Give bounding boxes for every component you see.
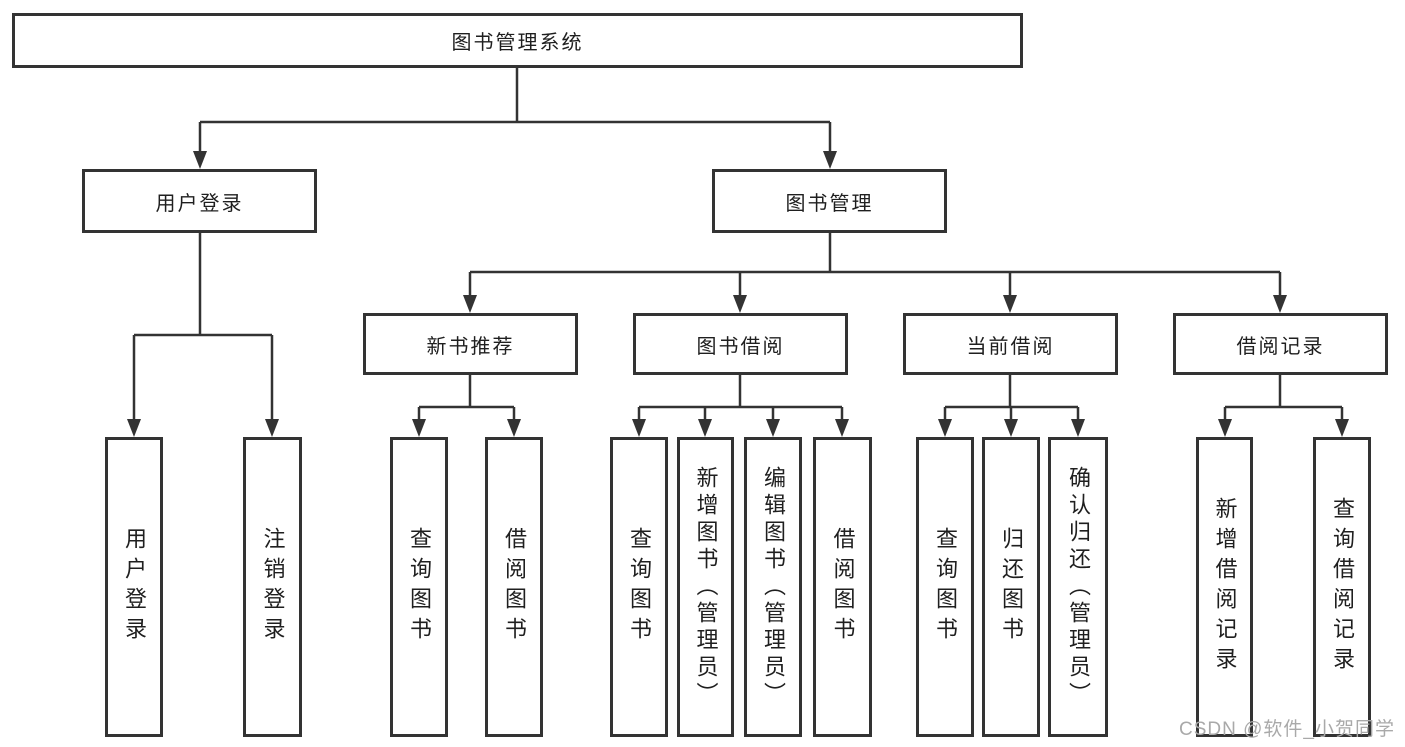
node-label: 用户登录 <box>122 527 147 647</box>
node-user-login: 用户登录 <box>82 169 317 233</box>
node-label: 图书管理系统 <box>451 32 584 54</box>
connector-current-borrow-to-leaves <box>938 375 1085 437</box>
node-label: 用户登录 <box>155 192 244 215</box>
connector-borrow-records-to-leaves <box>1218 375 1349 437</box>
leaf-query-books-borrow: 查询图书 <box>610 437 668 737</box>
connector-book-management-to-level3 <box>463 233 1287 313</box>
node-label: 归还图书 <box>999 527 1024 647</box>
connector-new-book-recommend-to-leaves <box>412 375 521 437</box>
leaf-query-books-current: 查询图书 <box>916 437 974 737</box>
leaf-logout: 注销登录 <box>243 437 302 737</box>
node-label: 查询图书 <box>407 527 432 647</box>
connector-user-login-to-leaves <box>127 233 279 437</box>
node-label: 编辑图书（管理员） <box>761 465 786 709</box>
node-label: 借阅图书 <box>502 527 527 647</box>
node-label: 查询借阅记录 <box>1330 497 1355 677</box>
node-label: 当前借阅 <box>966 335 1055 358</box>
node-label: 注销登录 <box>260 527 286 647</box>
node-label: 新增图书（管理员） <box>693 465 719 709</box>
leaf-borrow-book-recommend: 借阅图书 <box>485 437 543 737</box>
node-book-borrow: 图书借阅 <box>633 313 848 375</box>
node-label: 查询图书 <box>933 527 958 647</box>
leaf-add-borrow-record: 新增借阅记录 <box>1196 437 1253 737</box>
leaf-return-book: 归还图书 <box>982 437 1040 737</box>
leaf-query-borrow-record: 查询借阅记录 <box>1313 437 1371 737</box>
node-label: 借阅图书 <box>830 527 856 647</box>
node-root: 图书管理系统 <box>12 13 1023 68</box>
leaf-user-login: 用户登录 <box>105 437 163 737</box>
node-label: 新书推荐 <box>426 335 515 358</box>
node-book-management: 图书管理 <box>712 169 947 233</box>
connector-root-to-level2 <box>193 68 837 169</box>
leaf-query-books-recommend: 查询图书 <box>390 437 448 737</box>
leaf-add-book-admin: 新增图书（管理员） <box>677 437 734 737</box>
node-new-book-recommend: 新书推荐 <box>363 313 578 375</box>
leaf-borrow-book-borrow: 借阅图书 <box>813 437 872 737</box>
node-label: 查询图书 <box>627 527 652 647</box>
node-current-borrow: 当前借阅 <box>903 313 1118 375</box>
connector-book-borrow-to-leaves <box>632 375 849 437</box>
leaf-edit-book-admin: 编辑图书（管理员） <box>744 437 802 737</box>
node-borrow-records: 借阅记录 <box>1173 313 1388 375</box>
node-label: 确认归还（管理员） <box>1066 465 1091 709</box>
csdn-watermark: CSDN @软件_小贺同学 <box>1179 719 1395 740</box>
node-label: 新增借阅记录 <box>1212 497 1238 677</box>
node-label: 借阅记录 <box>1236 335 1325 358</box>
leaf-confirm-return-admin: 确认归还（管理员） <box>1048 437 1108 737</box>
node-label: 图书借阅 <box>696 335 785 358</box>
node-label: 图书管理 <box>785 192 874 215</box>
